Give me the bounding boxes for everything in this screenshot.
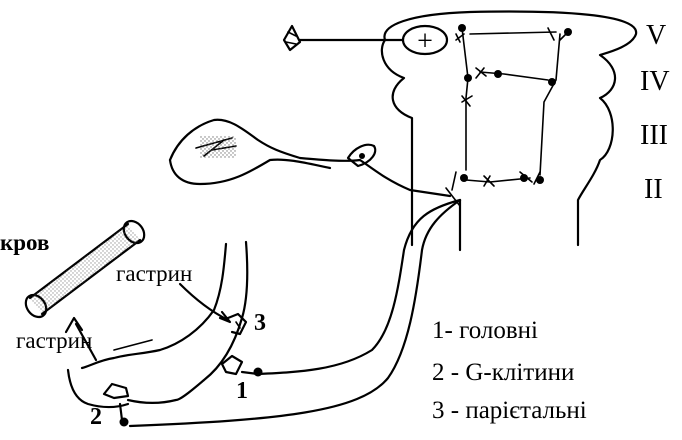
- layer-label-iii: III: [640, 120, 668, 151]
- layer-label-v: V: [646, 20, 666, 51]
- chief-cell: [220, 354, 263, 377]
- cortical-neurons: [445, 24, 572, 207]
- parietal-number: 3: [254, 310, 266, 336]
- cortex-outline: [380, 10, 638, 247]
- blood-vessel: [24, 219, 146, 319]
- vagus-nerve-left: [256, 198, 462, 376]
- gastrin-label-upper: гастрин: [116, 261, 192, 286]
- layer-label-iv: IV: [640, 66, 670, 97]
- vagus-nerve-right: [128, 198, 462, 428]
- gastrin-label-lower: гастрин: [16, 328, 92, 353]
- legend-item-1: 1- головні: [432, 317, 538, 344]
- oral-cavity: [168, 118, 452, 198]
- legend: 1- головні 2 - G-клітини 3 - парієтальні: [432, 317, 587, 424]
- excitation-node: +: [401, 24, 449, 57]
- receptor-ending: [282, 24, 404, 52]
- legend-item-3: 3 - парієтальні: [432, 397, 587, 424]
- g-cell-number: 2: [90, 404, 102, 430]
- chief-number: 1: [236, 378, 248, 404]
- stomach-wall: [66, 240, 249, 409]
- parietal-cell: [226, 312, 248, 336]
- blood-label: кров: [0, 230, 49, 255]
- legend-item-2: 2 - G-клітини: [432, 359, 574, 386]
- plus-sign: +: [417, 26, 433, 57]
- g-cell: [102, 382, 130, 427]
- gastrin-arrows: [64, 282, 232, 362]
- layer-label-ii: II: [644, 174, 663, 205]
